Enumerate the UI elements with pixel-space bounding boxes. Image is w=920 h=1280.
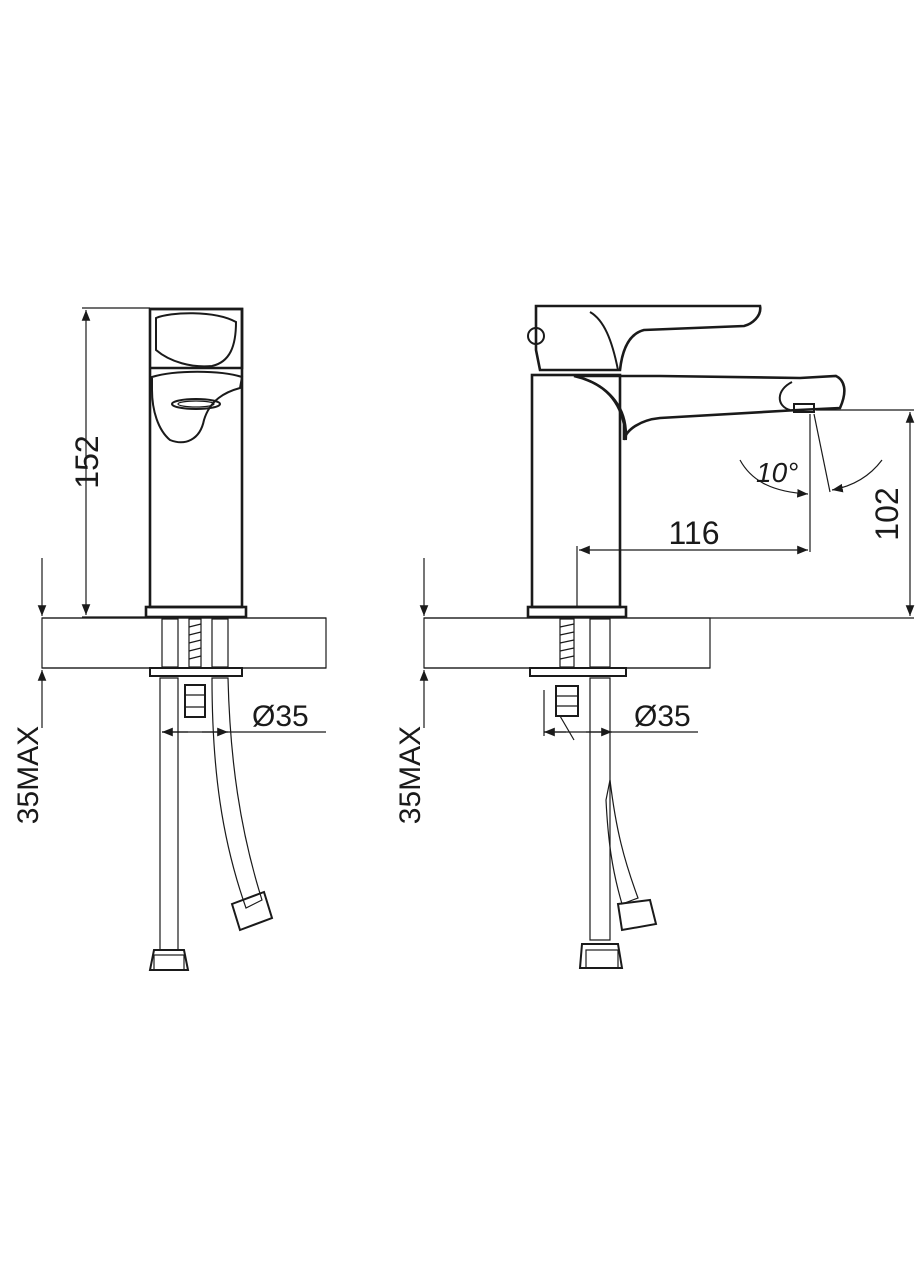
dim-102-label: 102	[869, 487, 905, 540]
dim-angle-10-label: 10°	[756, 457, 798, 488]
dim-dia35-front: Ø35	[162, 700, 326, 737]
dim-116: 116	[576, 414, 811, 606]
hoses-front	[148, 677, 274, 971]
faucet-body-front	[144, 307, 248, 619]
dim-angle-10: 10°	[739, 413, 883, 498]
dim-dia35-side: Ø35	[543, 690, 698, 737]
side-view: 116 102 10° 35MAX Ø35	[394, 304, 915, 969]
dim-35max-front-label: 35MAX	[12, 726, 45, 824]
dim-35max-side-label: 35MAX	[394, 726, 427, 824]
faucet-body-side	[526, 304, 846, 619]
dim-152-label: 152	[69, 435, 105, 488]
dim-116-label: 116	[668, 515, 719, 551]
dim-102: 102	[816, 409, 915, 616]
dim-152: 152	[69, 307, 150, 618]
front-view: 152 35MAX Ø35	[12, 307, 327, 971]
hoses-side	[578, 677, 658, 969]
dim-35max-side: 35MAX	[394, 558, 429, 824]
mounting-shank-side	[529, 618, 627, 741]
dim-dia35-side-label: Ø35	[634, 700, 691, 733]
mounting-shank-front	[149, 618, 243, 718]
dim-35max-front: 35MAX	[12, 558, 47, 824]
dim-dia35-front-label: Ø35	[252, 700, 309, 733]
